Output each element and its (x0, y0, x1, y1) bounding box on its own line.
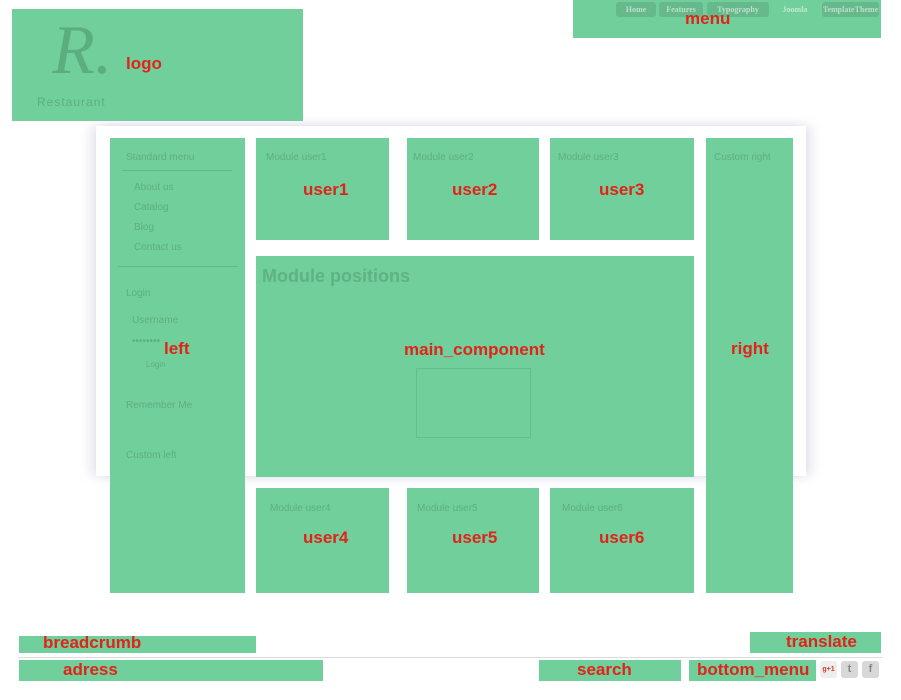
left-region[interactable]: Standard menu About us Catalog Blog Cont… (110, 138, 245, 593)
user2-region[interactable]: Module user2 user2 (407, 138, 539, 240)
user6-region[interactable]: Module user6 user6 (550, 488, 694, 593)
adress-label: adress (63, 660, 118, 679)
left-menu-item[interactable]: Blog (134, 222, 155, 233)
main-component-region[interactable]: Module positions main_component (256, 256, 694, 477)
user4-label: user4 (303, 528, 349, 547)
password-input[interactable]: •••••••• (132, 336, 161, 347)
main-title: Module positions (262, 266, 410, 286)
user6-title: Module user6 (562, 503, 623, 514)
remember-me[interactable]: Remember Me (126, 400, 193, 411)
nav-home[interactable]: Home (616, 2, 656, 17)
footer-divider (18, 657, 883, 658)
adress-region[interactable]: adress (19, 660, 323, 681)
user6-label: user6 (599, 528, 645, 547)
left-divider (122, 170, 232, 171)
right-label: right (731, 339, 769, 358)
translate-label: translate (786, 632, 857, 651)
user1-label: user1 (303, 180, 349, 199)
search-label: search (577, 660, 632, 679)
logo-word: Restaurant (37, 95, 106, 109)
user1-region[interactable]: Module user1 user1 (256, 138, 389, 240)
left-menu-item[interactable]: Contact us (134, 242, 182, 253)
twitter-icon[interactable]: t (841, 661, 858, 678)
custom-left-title: Custom left (126, 450, 177, 461)
menu-region[interactable]: Home Features Typography Joomla Template… (573, 0, 881, 38)
nav-typography[interactable]: Typography (707, 2, 769, 17)
bottom-menu-region[interactable]: bottom_menu (689, 660, 816, 681)
bottom-menu-label: bottom_menu (697, 660, 810, 679)
user3-title: Module user3 (558, 152, 619, 163)
search-region[interactable]: search (539, 660, 681, 681)
right-title: Custom right (714, 152, 771, 163)
logo-label: logo (126, 54, 162, 73)
user3-label: user3 (599, 180, 645, 199)
logo-region[interactable]: R. Restaurant logo (12, 9, 303, 121)
menu-label: menu (685, 9, 731, 28)
left-menu-item[interactable]: About us (134, 182, 174, 193)
user3-region[interactable]: Module user3 user3 (550, 138, 694, 240)
user5-title: Module user5 (417, 503, 478, 514)
nav-templatetheme[interactable]: TemplateTheme (822, 2, 879, 17)
username-input[interactable]: Username (132, 315, 179, 326)
login-button[interactable]: Login (146, 360, 166, 369)
main-diagram (416, 368, 531, 438)
user2-label: user2 (452, 180, 498, 199)
left-divider (118, 266, 238, 267)
google-plus-icon[interactable]: g+1 (820, 661, 837, 678)
translate-region[interactable]: translate (750, 632, 881, 653)
nav-features[interactable]: Features (659, 2, 703, 17)
user1-title: Module user1 (266, 152, 327, 163)
user5-region[interactable]: Module user5 user5 (407, 488, 539, 593)
user4-title: Module user4 (270, 503, 331, 514)
user5-label: user5 (452, 528, 498, 547)
login-title: Login (126, 288, 151, 299)
breadcrumb-label: breadcrumb (43, 633, 142, 652)
user4-region[interactable]: Module user4 user4 (256, 488, 389, 593)
logo-letter: R. (52, 12, 113, 89)
facebook-icon[interactable]: f (862, 661, 879, 678)
breadcrumb-region[interactable]: breadcrumb (19, 633, 256, 653)
nav-joomla[interactable]: Joomla (782, 5, 808, 14)
user2-title: Module user2 (413, 152, 474, 163)
left-label: left (164, 339, 190, 358)
left-menu-title: Standard menu (126, 152, 195, 163)
left-menu-item[interactable]: Catalog (134, 202, 169, 213)
main-component-label: main_component (404, 340, 545, 359)
right-region[interactable]: Custom right right (706, 138, 793, 593)
